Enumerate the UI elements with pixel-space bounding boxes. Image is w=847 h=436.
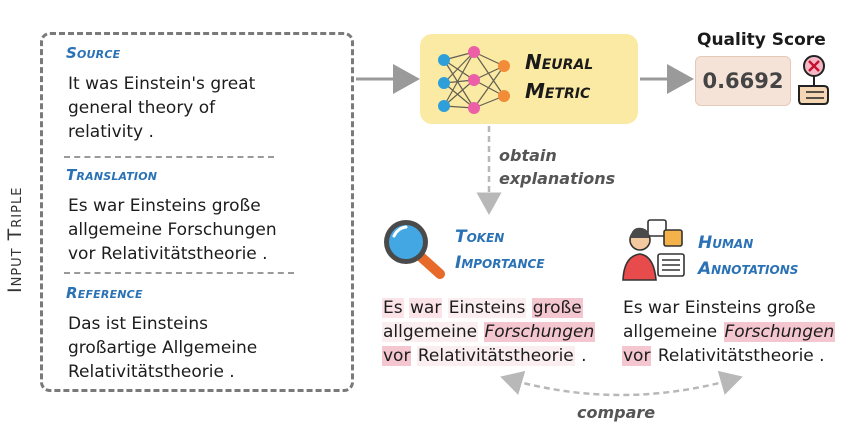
human-title-line: Annotations xyxy=(698,259,799,279)
token: Relativitätstheorie xyxy=(416,346,575,366)
translation-title: Translation xyxy=(66,166,158,184)
token: Es war Einsteins große xyxy=(623,298,816,318)
annotator-icon xyxy=(622,219,685,281)
annotation-line: vor Relativitätstheorie . xyxy=(622,344,835,368)
thumbs-down-sign-icon xyxy=(798,55,829,105)
metric-line: Neural xyxy=(525,50,594,74)
translation-text: Es war Einsteins große allgemeine Forsch… xyxy=(68,194,277,266)
neural-network-icon xyxy=(438,46,510,114)
token: Forschungen xyxy=(483,322,596,342)
input-triple-label: Input Triple xyxy=(4,186,26,294)
human-title-line: Human xyxy=(698,233,754,253)
token: vor xyxy=(382,346,412,366)
token-line: vor Relativitätstheorie . xyxy=(382,344,595,368)
obtain-explanations-label: obtain explanations xyxy=(499,144,615,190)
token: allgemeine xyxy=(382,322,479,342)
translation-line: vor Relativitätstheorie . xyxy=(68,244,268,264)
explain-line: explanations xyxy=(499,169,616,188)
source-title: Source xyxy=(66,44,121,62)
source-text: It was Einstein's great general theory o… xyxy=(68,72,255,144)
human-annotations-title: Human Annotations xyxy=(698,230,798,282)
divider xyxy=(64,272,294,274)
magnifier-icon xyxy=(384,220,445,279)
source-line: relativity . xyxy=(68,122,154,142)
translation-line: Es war Einsteins große xyxy=(68,196,261,216)
token-importance-text: Es war Einsteins große allgemeine Forsch… xyxy=(382,296,596,368)
token: Es xyxy=(382,298,404,318)
divider xyxy=(64,156,274,158)
explain-line: obtain xyxy=(499,146,557,165)
token: war xyxy=(409,298,443,318)
token: Forschungen xyxy=(723,322,836,342)
source-line: It was Einstein's great xyxy=(68,74,256,94)
annotation-line: allgemeine Forschungen xyxy=(622,320,836,344)
token: große xyxy=(531,298,583,318)
reference-title: Reference xyxy=(66,284,143,302)
neural-metric-title: Neural Metric xyxy=(525,48,593,106)
token-line: allgemeine Forschungen xyxy=(382,320,596,344)
human-annotations-text: Es war Einsteins große allgemeine Forsch… xyxy=(622,296,836,368)
metric-line: Metric xyxy=(525,79,591,103)
input-triple-box xyxy=(40,32,354,392)
token-importance-title: Token Importance xyxy=(455,224,545,276)
neural-metric-box: Neural Metric xyxy=(420,34,638,124)
compare-label: compare xyxy=(577,403,656,422)
token: Einsteins xyxy=(447,298,527,318)
token-title-line: Importance xyxy=(455,253,545,273)
quality-score-value: 0.6692 xyxy=(695,56,791,106)
reference-line: großartige Allgemeine xyxy=(68,338,258,358)
token: allgemeine xyxy=(623,322,718,342)
reference-line: Relativitätstheorie . xyxy=(68,362,235,382)
translation-line: allgemeine Forschungen xyxy=(68,220,277,240)
token-line: Es war Einsteins große xyxy=(382,296,595,320)
reference-text: Das ist Einsteins großartige Allgemeine … xyxy=(68,312,257,384)
token: . xyxy=(581,346,587,366)
token: Relativitätstheorie . xyxy=(657,346,825,366)
token-title-line: Token xyxy=(455,227,505,247)
source-line: general theory of xyxy=(68,98,216,118)
annotation-line: Es war Einsteins große xyxy=(622,296,835,320)
quality-score-label: Quality Score xyxy=(697,30,826,50)
arrow-compare xyxy=(500,370,743,397)
reference-line: Das ist Einsteins xyxy=(68,314,208,334)
token: vor xyxy=(622,346,652,366)
